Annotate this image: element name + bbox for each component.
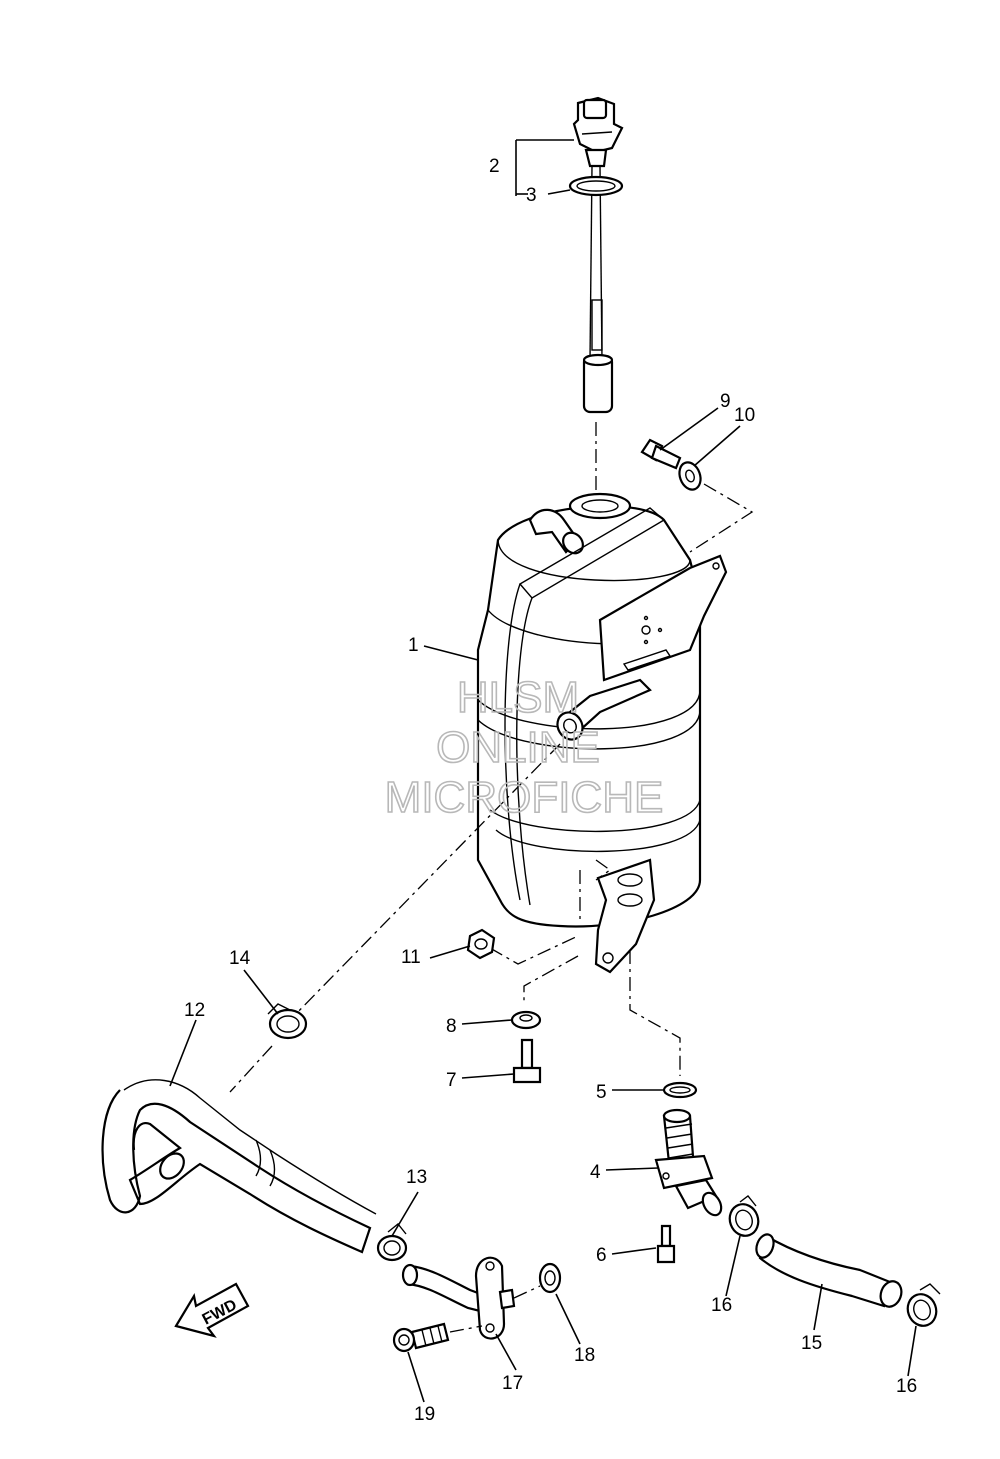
callout-14: 14 [229, 948, 251, 969]
watermark-line-2: ONLINE [436, 723, 600, 772]
fwd-direction-arrow: FWD [174, 1282, 250, 1338]
screw-6 [656, 1224, 676, 1264]
callout-12: 12 [184, 1000, 205, 1021]
callout-11: 11 [401, 947, 421, 968]
callout-16-lower: 16 [896, 1376, 917, 1397]
hose-12 [101, 1079, 377, 1254]
bolt-7 [512, 1038, 542, 1084]
nut-11 [466, 928, 496, 960]
leader-lines [169, 139, 917, 1403]
callout-17: 17 [502, 1373, 523, 1394]
clamp-14 [267, 1003, 308, 1040]
washer-10 [678, 461, 702, 491]
callout-7: 7 [446, 1070, 457, 1091]
callout-4: 4 [590, 1162, 601, 1183]
joint-17 [401, 1256, 516, 1340]
watermark-line-1: HLSM [457, 673, 579, 722]
o-ring-3 [568, 175, 624, 197]
callout-labels: 2 3 1 9 10 11 8 7 5 4 6 14 12 13 16 15 1… [184, 156, 917, 1425]
callout-3: 3 [526, 185, 537, 206]
oil-level-gauge [572, 96, 624, 414]
clamp-16-lower [906, 1283, 941, 1327]
grommet-8 [510, 1010, 542, 1030]
clamp-13 [376, 1223, 408, 1262]
grommet-18 [538, 1262, 562, 1294]
bolt-9 [640, 438, 682, 470]
callout-18: 18 [574, 1345, 595, 1366]
oil-tank [476, 492, 728, 974]
hose-15 [755, 1233, 903, 1308]
watermark: HLSM ONLINE MICROFICHE [384, 672, 664, 823]
callout-6: 6 [596, 1245, 607, 1266]
callout-1: 1 [408, 635, 419, 656]
watermark-line-3: MICROFICHE [385, 773, 664, 822]
bolt-19 [392, 1322, 450, 1353]
joint-4 [654, 1108, 723, 1217]
callout-2: 2 [489, 156, 500, 177]
callout-8: 8 [446, 1016, 457, 1037]
callout-15: 15 [801, 1333, 822, 1354]
callout-19: 19 [414, 1404, 435, 1425]
clamp-16-upper [728, 1195, 760, 1237]
callout-9: 9 [720, 391, 731, 412]
callout-13: 13 [406, 1167, 427, 1188]
callout-10: 10 [734, 405, 755, 426]
callout-5: 5 [596, 1082, 607, 1103]
callout-16-upper: 16 [711, 1295, 732, 1316]
o-ring-5 [662, 1081, 698, 1099]
